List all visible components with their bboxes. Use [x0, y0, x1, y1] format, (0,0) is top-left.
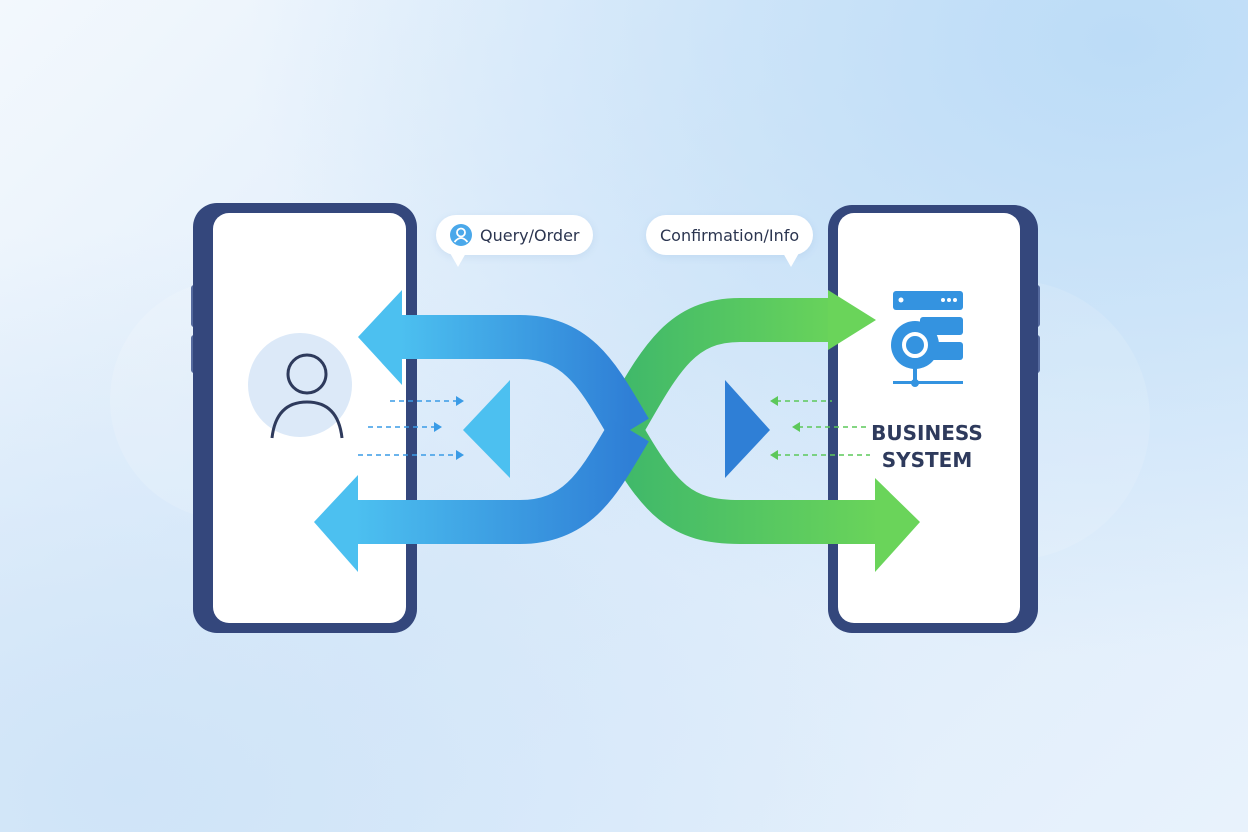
- confirmation-info-label: Confirmation/Info: [660, 225, 800, 245]
- query-order-bubble: Query/Order: [436, 215, 594, 267]
- response-dash-arrowheads: [770, 396, 800, 460]
- business-line: BUSINESS: [871, 421, 983, 445]
- query-order-label: Query/Order: [480, 225, 580, 245]
- request-dash-arrowheads: [434, 396, 464, 460]
- business-system-label: BUSINESS SYSTEM: [862, 420, 992, 474]
- blue-arrowhead-bottom: [314, 475, 358, 572]
- response-dashes: [776, 400, 870, 456]
- business-phone: [828, 205, 1040, 633]
- center-arrowhead-right: [725, 380, 770, 478]
- blue-arrowhead-top: [358, 290, 402, 385]
- center-arrowhead-left: [463, 380, 510, 478]
- system-line: SYSTEM: [881, 448, 973, 472]
- server-gear-icon: [891, 291, 963, 387]
- green-arrowhead-bottom: [875, 478, 920, 572]
- confirmation-info-bubble: Confirmation/Info: [646, 215, 814, 267]
- green-arrowhead-top: [828, 290, 876, 350]
- user-icon: [248, 333, 352, 439]
- user-icon: [450, 224, 472, 246]
- blue-request-arrows: [355, 315, 730, 544]
- request-dashes: [358, 400, 458, 456]
- user-phone: [191, 203, 417, 633]
